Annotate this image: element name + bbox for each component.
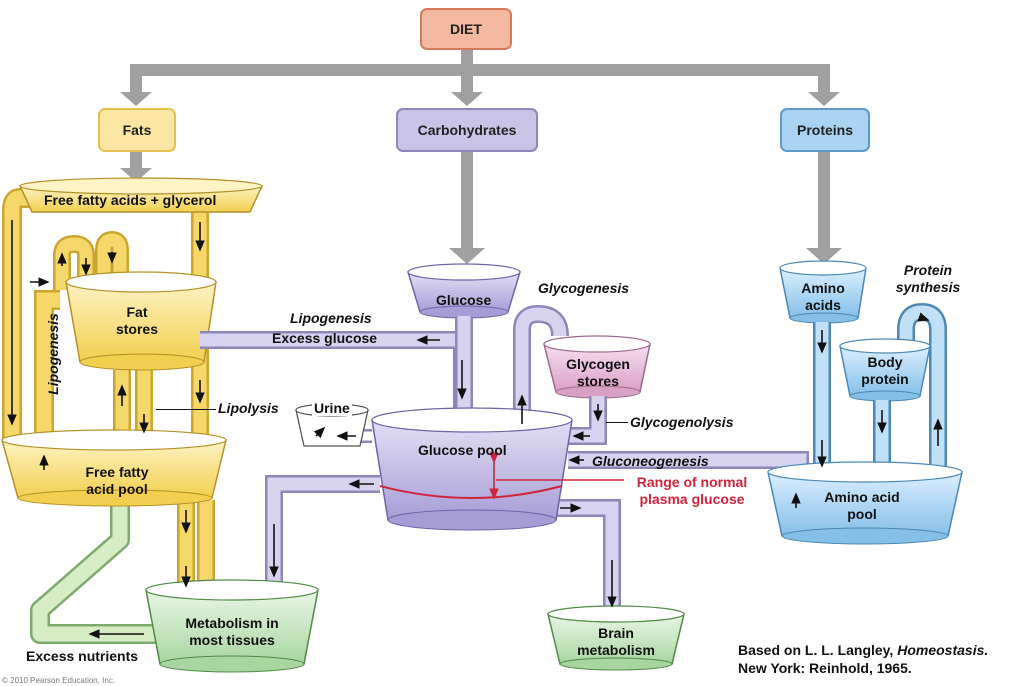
citation-author: Based on L. L. Langley, (738, 642, 898, 658)
body-protein-line-1: Body (867, 354, 903, 370)
protein-synthesis-label: Protein synthesis (884, 262, 972, 296)
gluconeogenesis-label: Gluconeogenesis (592, 453, 709, 469)
carbohydrates-box: Carbohydrates (396, 108, 538, 152)
fat-stores-line-2: stores (115, 321, 159, 337)
amino-line-1: Amino (801, 280, 845, 296)
glucose-pool-label: Glucose pool (418, 442, 507, 458)
body-protein-label: Body protein (848, 354, 922, 388)
free-fatty-acids-glycerol-label: Free fatty acids + glycerol (44, 192, 217, 208)
glycogen-stores-label: Glycogen stores (556, 356, 640, 390)
glycogen-line-1: Glycogen (566, 356, 630, 372)
metabolism-line-2: most tissues (189, 632, 275, 648)
range-plasma-label: Range of normal plasma glucose (626, 474, 758, 508)
brain-metabolism-label: Brain metabolism (566, 625, 666, 659)
diet-label: DIET (450, 21, 482, 37)
metabolism-line-1: Metabolism in (185, 615, 279, 631)
glycogenesis-label: Glycogenesis (538, 280, 630, 296)
excess-nutrients-label: Excess nutrients (26, 648, 139, 664)
diet-arrows (120, 48, 842, 264)
ffa-pool-line-1: Free fatty (85, 464, 149, 480)
copyright: © 2010 Pearson Education, Inc. (2, 676, 116, 685)
glycogenolysis-leader (606, 422, 628, 423)
glucose-label: Glucose (436, 292, 492, 308)
ffa-pool-line-2: acid pool (86, 481, 148, 497)
proteins-label: Proteins (796, 122, 853, 138)
aa-pool-line-1: Amino acid (824, 489, 900, 505)
fats-box: Fats (98, 108, 176, 152)
citation-title: Homeostasis. (897, 642, 989, 658)
amino-acid-pool-label: Amino acid pool (808, 489, 916, 523)
lipolysis-label: Lipolysis (218, 400, 279, 416)
brain-line-2: metabolism (577, 642, 655, 658)
fat-stores-line-1: Fat (126, 304, 148, 320)
lipogenesis-label: Lipogenesis (290, 310, 372, 326)
range-line-1: Range of normal (636, 474, 748, 490)
brain-line-1: Brain (598, 625, 634, 641)
fats-label: Fats (122, 122, 152, 138)
citation: Based on L. L. Langley, Homeostasis. New… (738, 641, 988, 677)
glycogen-line-2: stores (576, 373, 620, 389)
lipolysis-leader (156, 409, 216, 410)
carbohydrates-label: Carbohydrates (417, 122, 517, 138)
range-line-2: plasma glucose (639, 491, 745, 507)
fat-stores-label: Fat stores (106, 304, 168, 338)
aa-pool-line-2: pool (847, 506, 877, 522)
synthesis-line-2: synthesis (895, 279, 961, 295)
amino-line-2: acids (805, 297, 841, 313)
proteins-box: Proteins (780, 108, 870, 152)
synthesis-line-1: Protein (903, 262, 953, 278)
glycogenolysis-label: Glycogenolysis (630, 414, 734, 430)
lipogenesis-vertical-label: Lipogenesis (45, 313, 61, 395)
citation-line-1: Based on L. L. Langley, Homeostasis. (738, 641, 988, 659)
amino-acids-label: Amino acids (790, 280, 856, 314)
free-fatty-acid-pool-label: Free fatty acid pool (72, 464, 162, 498)
urine-label: Urine (312, 400, 352, 416)
metabolism-tissues-label: Metabolism in most tissues (168, 615, 296, 649)
diet-box: DIET (420, 8, 512, 50)
citation-line-2: New York: Reinhold, 1965. (738, 660, 912, 676)
excess-glucose-label: Excess glucose (272, 330, 378, 346)
body-protein-line-2: protein (861, 371, 909, 387)
